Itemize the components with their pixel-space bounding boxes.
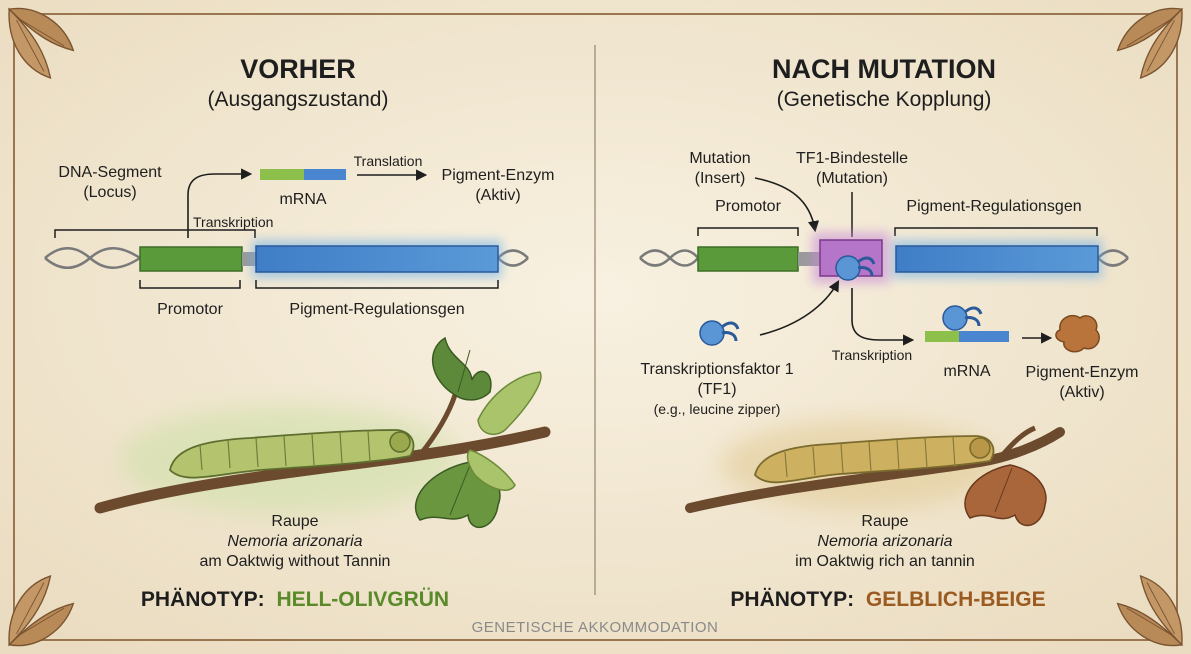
pigment-gene-segment	[255, 245, 499, 273]
gene-bracket	[255, 280, 499, 289]
free-tf1-icon	[699, 320, 740, 346]
phenotype-line: PHÄNOTYP: HELL-OLIVGRÜN	[141, 588, 449, 611]
mutation-arrow	[754, 177, 820, 233]
tf-binding-arrow	[759, 280, 840, 336]
bound-tf1-icon	[835, 255, 876, 281]
mrna-label-right: mRNA	[943, 363, 990, 380]
transcription-label: Transkription	[193, 214, 273, 230]
enzyme-sublabel: (Aktiv)	[475, 187, 520, 204]
frame-border	[13, 13, 1178, 641]
pigment-enzyme-icon	[1055, 314, 1100, 353]
dna-segment-label: DNA-Segment	[58, 164, 162, 181]
caterpillar-label-right: Raupe	[861, 513, 908, 530]
mutation-label: Mutation	[689, 150, 750, 167]
tf-example-label: (e.g., leucine zipper)	[654, 401, 781, 417]
tf-label: Transkriptionsfaktor 1	[640, 361, 793, 378]
mrna-label: mRNA	[279, 191, 326, 208]
transcription-label-right: Transkription	[832, 347, 912, 363]
species-label-right: Nemoria arizonaria	[817, 533, 952, 550]
translation-label: Translation	[354, 153, 423, 169]
oak-leaf-icon	[431, 336, 492, 401]
pigment-gene-segment-right	[895, 245, 1099, 273]
enzyme-label: Pigment-Enzym	[442, 167, 555, 184]
promotor-segment-right	[697, 246, 799, 272]
oak-twig-branch	[418, 394, 458, 457]
transcription-arrow	[187, 168, 253, 238]
right-title: NACH MUTATION	[772, 54, 996, 84]
catkin-icon	[466, 371, 542, 491]
promotor-label-right: Promotor	[715, 198, 781, 215]
gene-label-right: Pigment-Regulationsgen	[906, 198, 1081, 215]
enzyme-sublabel-right: (Aktiv)	[1059, 384, 1104, 401]
mrna-strip-blue	[304, 169, 346, 180]
caterpillar-icon-right	[754, 435, 995, 484]
gene-label: Pigment-Regulationsgen	[289, 301, 464, 318]
phenotype-value-right: GELBLICH-BEIGE	[866, 588, 1046, 611]
phenotype-label-right: PHÄNOTYP:	[730, 588, 854, 611]
footer-caption: GENETISCHE AKKOMMODATION	[472, 619, 719, 636]
enzyme-label-right: Pigment-Enzym	[1026, 364, 1139, 381]
oak-twig-branch-right	[998, 425, 1037, 460]
dna-segment-sublabel: (Locus)	[83, 184, 136, 201]
locus-bracket	[54, 229, 256, 238]
habitat-label: am Oaktwig without Tannin	[200, 553, 391, 570]
mrna-strip-green-right	[925, 331, 959, 342]
mrna-strip-blue-right	[959, 331, 1009, 342]
right-subtitle: (Genetische Kopplung)	[777, 88, 992, 111]
promotor-segment	[139, 246, 243, 272]
tf-sublabel: (TF1)	[697, 381, 736, 398]
phenotype-value: HELL-OLIVGRÜN	[276, 588, 449, 611]
left-subtitle: (Ausgangszustand)	[208, 88, 389, 111]
caterpillar-label: Raupe	[271, 513, 318, 530]
oak-leaf-icon	[964, 464, 1047, 527]
caterpillar-icon	[169, 429, 415, 479]
mutation-sublabel: (Insert)	[695, 170, 746, 187]
habitat-label-right: im Oaktwig rich an tannin	[795, 553, 975, 570]
promotor-label: Promotor	[157, 301, 223, 318]
binding-site-sublabel: (Mutation)	[816, 170, 888, 187]
promotor-bracket-right	[697, 227, 799, 236]
promotor-bracket	[139, 280, 241, 289]
oak-twig-right	[685, 427, 1065, 513]
mrna-strip-green	[260, 169, 304, 180]
phenotype-label: PHÄNOTYP:	[141, 588, 265, 611]
gene-bracket-right	[894, 227, 1098, 236]
binding-site-label: TF1-Bindestelle	[796, 150, 908, 167]
species-label: Nemoria arizonaria	[227, 533, 362, 550]
left-title: VORHER	[240, 54, 356, 84]
transcription-arrow-right	[851, 288, 915, 346]
ribosome-tf-icon	[942, 305, 983, 331]
phenotype-line-right: PHÄNOTYP: GELBLICH-BEIGE	[730, 588, 1045, 611]
